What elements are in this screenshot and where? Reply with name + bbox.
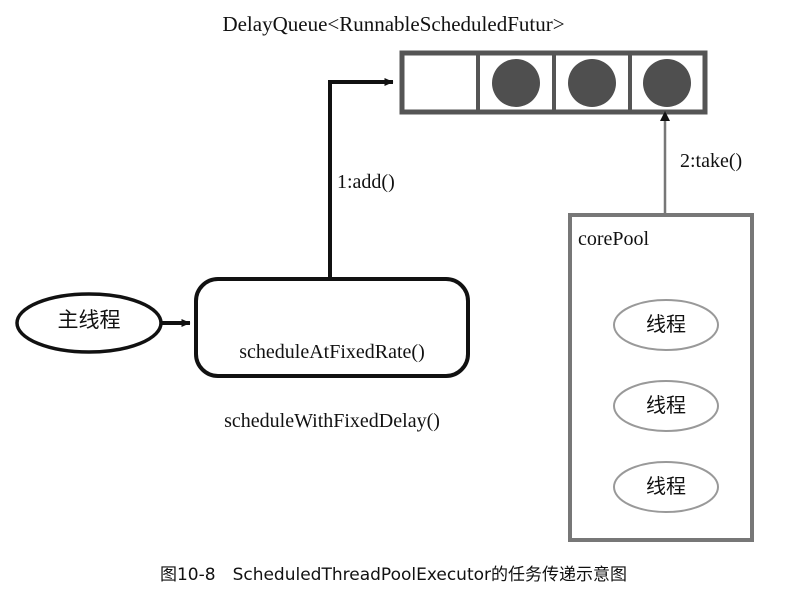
thread-ellipse xyxy=(613,380,719,432)
delay-queue-cells xyxy=(399,50,708,115)
thread-label: 线程 xyxy=(646,393,686,417)
schedule-box-labels: scheduleAtFixedRate() scheduleWithFixedD… xyxy=(196,295,468,479)
thread-ellipse xyxy=(613,299,719,351)
queue-token xyxy=(568,59,616,107)
main-thread-label: 主线程 xyxy=(57,308,121,332)
figure-caption: 图10-8 ScheduledThreadPoolExecutor的任务传递示意… xyxy=(159,565,628,585)
schedule-box-shape xyxy=(194,277,470,378)
thread-label: 线程 xyxy=(646,474,686,498)
queue-token xyxy=(643,59,691,107)
add-arrow xyxy=(328,78,394,279)
thread-shapes xyxy=(613,299,719,513)
core-pool-label: corePool xyxy=(578,228,650,250)
thread-ellipse xyxy=(613,461,719,513)
take-arrow-label: 2:take() xyxy=(680,150,743,172)
queue-token xyxy=(492,59,540,107)
main-thread-shape xyxy=(15,292,163,354)
add-arrow-label: 1:add() xyxy=(337,171,395,193)
schedule-at-fixed-rate-label: scheduleAtFixedRate() xyxy=(239,341,425,363)
schedule-with-fixed-delay-label: scheduleWithFixedDelay() xyxy=(224,410,440,432)
thread-label: 线程 xyxy=(646,312,686,336)
delay-queue-title: DelayQueue<RunnableScheduledFutur> xyxy=(222,12,565,36)
